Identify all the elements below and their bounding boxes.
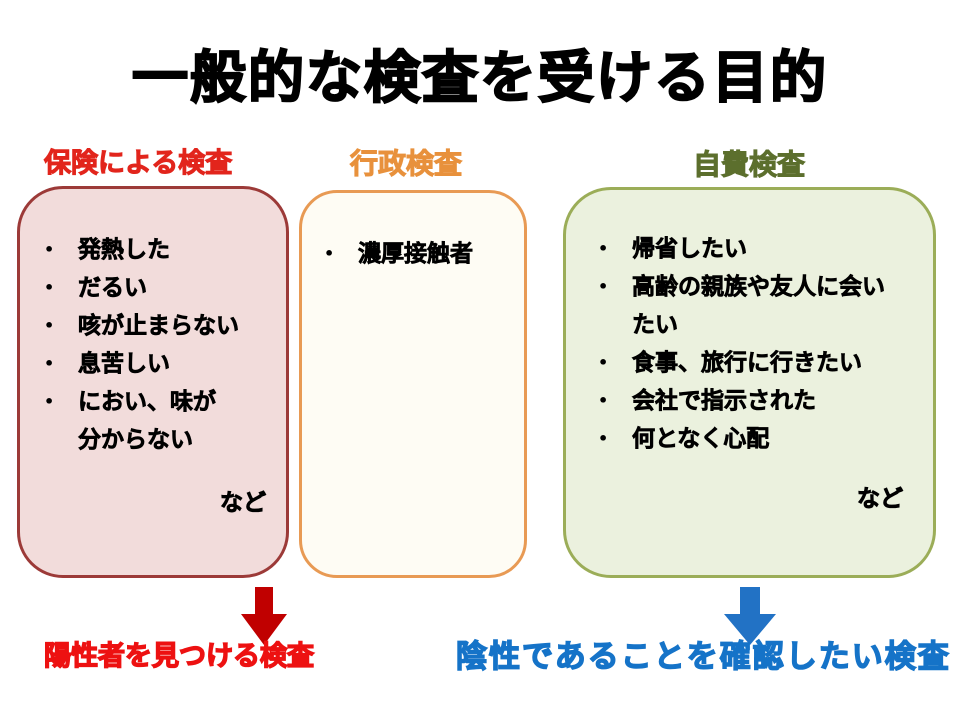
list-item: • 高齢の親族や友人に会い たい (594, 268, 913, 344)
column-header-insurance: 保険による検査 (43, 148, 233, 179)
bullet-icon: • (598, 429, 609, 448)
list-item-text: 高齢の親族や友人に会い たい (632, 274, 886, 339)
bullet-icon: • (598, 353, 609, 372)
administrative-box: • 濃厚接触者 (299, 190, 527, 578)
insurance-box: • 発熱した • だるい • 咳が止まらない • 息苦しい • におい、味が 分… (17, 186, 289, 578)
list-item: • 息苦しい (40, 345, 274, 383)
selfpay-list: • 帰省したい • 高齢の親族や友人に会い たい • 食事、旅行に行きたい • … (594, 230, 913, 458)
list-item: • 何となく心配 (594, 420, 913, 458)
list-item-text: だるい (78, 275, 148, 302)
bullet-icon: • (44, 240, 55, 259)
list-item-text: 咳が止まらない (78, 313, 240, 340)
list-item: • 帰省したい (594, 230, 913, 268)
list-item-text: 帰省したい (632, 236, 748, 263)
list-item-text: 食事、旅行に行きたい (632, 350, 863, 377)
bullet-icon: • (598, 277, 609, 296)
conclusion-negative: 陰性であることを確認したい検査 (455, 638, 951, 675)
list-item: • 濃厚接触者 (320, 235, 514, 273)
bullet-icon: • (598, 239, 609, 258)
down-arrow-red-icon (241, 587, 287, 645)
bullet-icon: • (598, 391, 609, 410)
conclusion-positive: 陽性者を見つける検査 (43, 640, 314, 672)
list-item: • だるい (40, 269, 274, 307)
page-title: 一般的な検査を受ける目的 (131, 46, 828, 111)
bullet-icon: • (44, 278, 55, 297)
down-arrow-blue-icon (724, 587, 776, 645)
list-item: • 会社で指示された (594, 382, 913, 420)
etc-label: など (857, 486, 904, 513)
list-item-text: 会社で指示された (632, 388, 817, 415)
list-item-text: 息苦しい (78, 351, 171, 378)
list-item-text: 発熱した (78, 237, 171, 264)
list-item: • 食事、旅行に行きたい (594, 344, 913, 382)
list-item: • 発熱した (40, 231, 274, 269)
bullet-icon: • (44, 392, 55, 411)
bullet-icon: • (44, 354, 55, 373)
etc-label: など (220, 490, 267, 517)
column-header-administrative: 行政検査 (349, 147, 463, 180)
list-item: • におい、味が 分からない (40, 383, 274, 459)
list-item-text: 何となく心配 (632, 426, 770, 453)
list-item-text: 濃厚接触者 (358, 241, 474, 268)
list-item: • 咳が止まらない (40, 307, 274, 345)
insurance-list: • 発熱した • だるい • 咳が止まらない • 息苦しい • におい、味が 分… (40, 231, 274, 459)
list-item-text: におい、味が 分からない (78, 389, 217, 454)
selfpay-box: • 帰省したい • 高齢の親族や友人に会い たい • 食事、旅行に行きたい • … (563, 187, 936, 578)
column-header-selfpay: 自費検査 (692, 148, 806, 181)
bullet-icon: • (44, 316, 55, 335)
bullet-icon: • (324, 244, 335, 263)
administrative-list: • 濃厚接触者 (320, 235, 514, 273)
